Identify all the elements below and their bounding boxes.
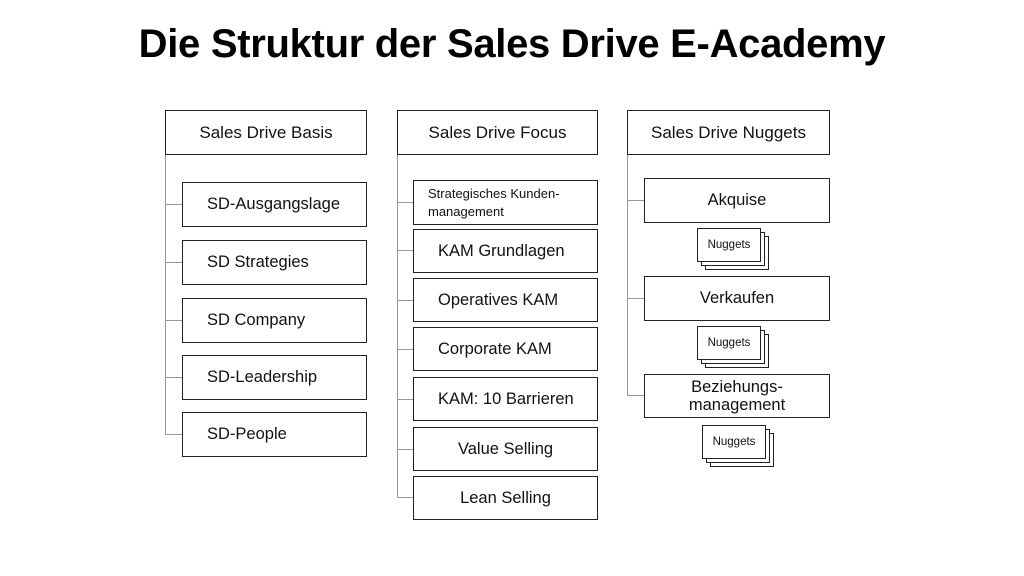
connector-branch [397,202,413,203]
connector-branch [165,320,182,321]
connector-trunk [165,155,166,435]
item-label: Value Selling [457,439,554,458]
nugget-card: Nuggets [697,326,761,360]
item-kam-grundlagen: KAM Grundlagen [413,229,598,273]
item-label: Lean Selling [460,488,551,507]
nugget-label: Nuggets [712,436,756,448]
item-lean-selling: Lean Selling [413,476,598,520]
connector-branch [627,395,644,396]
item-corporate-kam: Corporate KAM [413,327,598,371]
item-sd-ausgangslage: SD-Ausgangslage [182,182,367,227]
item-label: Operatives KAM [438,290,559,309]
item-label: Corporate KAM [438,339,552,358]
item-label: KAM: 10 Barrieren [438,389,574,408]
item-sd-leadership: SD-Leadership [182,355,367,400]
item-sd-company: SD Company [182,298,367,343]
connector-branch [165,377,182,378]
column-header-nuggets: Sales Drive Nuggets [627,110,830,155]
connector-branch [165,434,182,435]
item-label: Beziehungs-management [688,377,786,414]
connector-branch [397,349,413,350]
item-beziehungsmanagement: Beziehungs-management [644,374,830,418]
item-label: SD Strategies [207,253,309,271]
connector-branch [397,300,413,301]
nugget-card: Nuggets [697,228,761,262]
connector-branch [165,262,182,263]
connector-branch [397,449,413,450]
connector-trunk [397,155,398,498]
column-header-basis: Sales Drive Basis [165,110,367,155]
item-label: SD-Ausgangslage [207,195,340,213]
item-label: Akquise [707,191,767,210]
connector-branch [627,298,644,299]
item-sd-strategies: SD Strategies [182,240,367,285]
connector-branch [397,250,413,251]
connector-trunk [627,155,628,396]
column-header-label: Sales Drive Focus [428,122,567,142]
item-value-selling: Value Selling [413,427,598,471]
item-kam-10-barrieren: KAM: 10 Barrieren [413,377,598,421]
item-verkaufen: Verkaufen [644,276,830,321]
item-label: Strategisches Kunden-management [428,185,560,219]
item-strategisches-kundenmanagement: Strategisches Kunden-management [413,180,598,225]
nugget-label: Nuggets [707,239,751,251]
item-label: SD Company [207,311,306,329]
connector-branch [397,497,413,498]
item-label: SD-Leadership [207,368,318,386]
column-header-label: Sales Drive Nuggets [651,122,806,142]
connector-branch [165,204,182,205]
nugget-label: Nuggets [707,337,751,349]
item-sd-people: SD-People [182,412,367,457]
item-label: Verkaufen [699,289,775,308]
nugget-card: Nuggets [702,425,766,459]
connector-branch [397,399,413,400]
item-operatives-kam: Operatives KAM [413,278,598,322]
column-header-focus: Sales Drive Focus [397,110,598,155]
item-label: SD-People [207,425,287,443]
page-title: Die Struktur der Sales Drive E-Academy [138,22,886,66]
item-label: KAM Grundlagen [438,241,565,260]
column-header-label: Sales Drive Basis [199,122,333,142]
item-akquise: Akquise [644,178,830,223]
connector-branch [627,200,644,201]
